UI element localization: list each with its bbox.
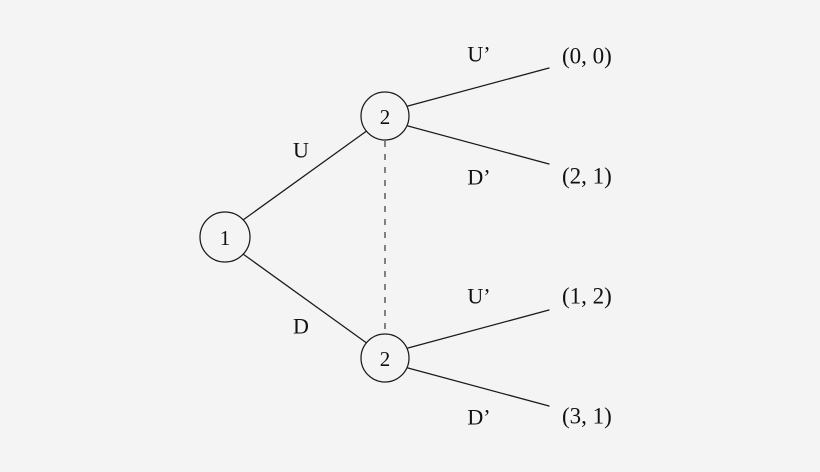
action-label-root-up: U — [293, 138, 309, 163]
node-lower-label: 2 — [380, 347, 391, 371]
edge-root-down — [242, 253, 369, 345]
node-root-label: 1 — [220, 226, 231, 250]
edge-lower-up — [407, 309, 550, 349]
node-upper-player2[interactable] — [360, 91, 410, 141]
payoff-down-up: (1, 2) — [562, 284, 612, 309]
edge-upper-up — [407, 67, 550, 107]
action-label-lower-up: U’ — [467, 284, 490, 309]
action-label-upper-up: U’ — [467, 42, 490, 67]
edge-lower-down — [407, 367, 550, 407]
payoff-up-up: (0, 0) — [562, 44, 612, 69]
payoff-up-down: (2, 1) — [562, 164, 612, 189]
payoff-down-down: (3, 1) — [562, 404, 612, 429]
edge-upper-down — [407, 125, 550, 165]
node-upper-label: 2 — [380, 105, 391, 129]
action-label-lower-down: D’ — [467, 405, 490, 430]
action-label-upper-down: D’ — [467, 165, 490, 190]
edge-root-up-geom — [242, 129, 369, 221]
node-root-player1[interactable] — [199, 211, 251, 263]
node-lower-player2[interactable] — [360, 333, 410, 383]
action-label-root-down: D — [293, 314, 309, 339]
